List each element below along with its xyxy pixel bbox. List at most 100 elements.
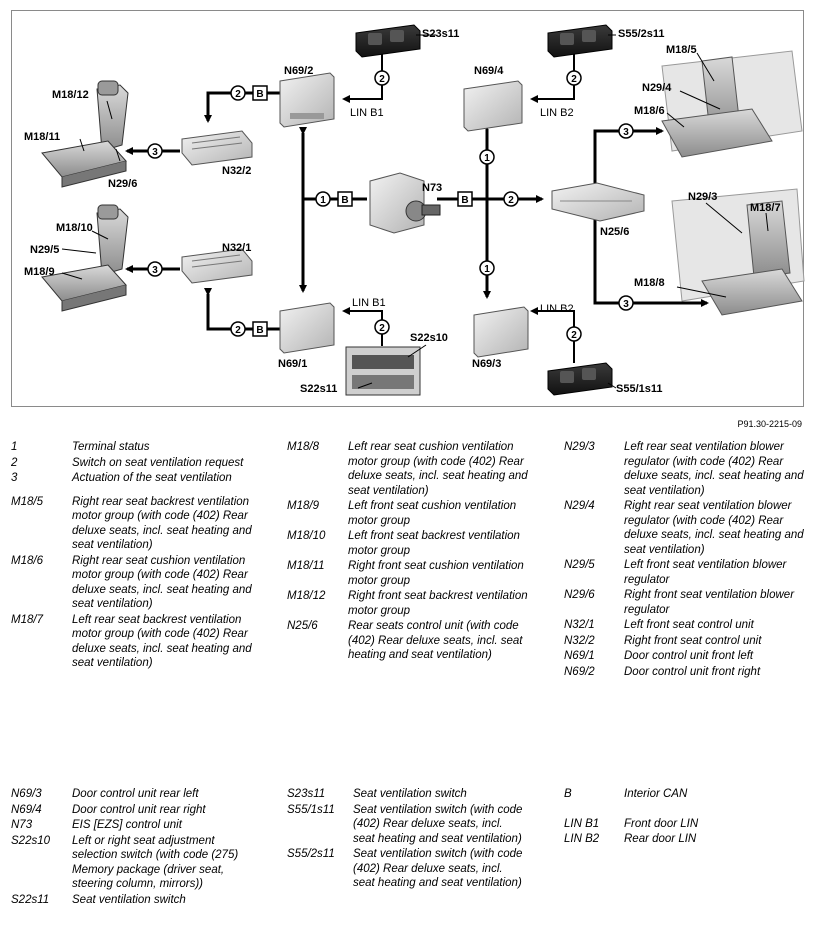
legend-text: Door control unit front right <box>624 665 761 678</box>
legend-entry: N69/4 Door control unit rear right <box>11 803 262 818</box>
legend-code: N29/6 <box>564 589 595 601</box>
legend-text: Right rear seat backrest ventilation mot… <box>72 495 252 552</box>
legend-text: Front door LIN <box>624 817 699 830</box>
rear-left-seat-illustration <box>671 188 805 316</box>
legend-code: B <box>564 788 572 800</box>
legend-code: N69/2 <box>564 665 595 678</box>
n69-1-unit <box>279 302 335 354</box>
legend-code: M18/11 <box>287 560 325 572</box>
legend-text: Left rear seat backrest ventilation moto… <box>72 613 252 670</box>
label-n69-2: N69/2 <box>284 65 313 77</box>
label-m18-9: M18/9 <box>24 266 55 278</box>
n69-4-unit <box>463 80 523 132</box>
legend-code: S22s10 <box>11 834 51 847</box>
marker-b: B <box>461 195 468 206</box>
label-s22s10: S22s10 <box>410 332 448 344</box>
legend-text: EIS [EZS] control unit <box>72 819 182 831</box>
legend-code: N69/3 <box>11 788 42 800</box>
s23s11-switch <box>355 24 421 58</box>
label-lin-b1-bottom: LIN B1 <box>352 297 386 309</box>
label-lin-b2-top: LIN B2 <box>540 107 574 119</box>
legend-entry: M18/5 Right rear seat backrest ventilatio… <box>11 495 262 553</box>
label-n29-4: N29/4 <box>642 82 672 94</box>
legend-code: N69/4 <box>11 803 42 816</box>
marker-2: 2 <box>571 330 577 341</box>
legend-code: N25/6 <box>287 620 318 632</box>
legend-text: Left front seat cushion ventilation moto… <box>348 500 517 527</box>
legend-code: M18/12 <box>287 590 326 602</box>
legend-code: S23s11 <box>287 788 326 800</box>
legend-entry: N73 EIS [EZS] control unit <box>11 818 262 833</box>
label-m18-6: M18/6 <box>634 105 665 117</box>
legend-code: M18/5 <box>11 495 43 508</box>
leader-lines <box>61 34 769 389</box>
marker-3: 3 <box>152 265 158 276</box>
marker-1: 1 <box>484 153 490 164</box>
marker-b: B <box>256 89 263 100</box>
label-m18-10: M18/10 <box>56 222 93 234</box>
legend-code: M18/7 <box>11 613 43 626</box>
legend-entry: S23s11 Seat ventilation switch <box>287 787 527 802</box>
rear-right-seat-illustration <box>661 50 803 158</box>
legend-code: S55/2s11 <box>287 848 335 860</box>
label-n29-6: N29/6 <box>108 178 137 190</box>
s55-2s11-switch <box>547 24 613 58</box>
legend-code: N73 <box>11 819 33 831</box>
label-n32-1: N32/1 <box>222 242 251 254</box>
legend-entry: B Interior CAN <box>564 787 804 802</box>
legend-text: Door control unit front left <box>624 650 754 662</box>
legend-text: Seat ventilation switch <box>353 788 467 800</box>
label-m18-7: M18/7 <box>750 202 781 214</box>
n25-6-unit <box>551 182 645 222</box>
legend-text: Right front seat ventilation blower regu… <box>624 589 795 616</box>
component-labels: N69/2 N69/4 N69/1 N69/3 N73 N32/2 N32/1 … <box>24 28 781 395</box>
legend-text: Interior CAN <box>624 788 688 800</box>
legend-text: Left front seat backrest ventilation mot… <box>348 530 520 557</box>
label-s55-1s11: S55/1s11 <box>616 383 663 395</box>
marker-3: 3 <box>623 127 629 138</box>
label-lin-b2-bottom: LIN B2 <box>540 303 574 315</box>
legend-text: Seat ventilation switch (with code (402)… <box>353 803 523 845</box>
legend-code: N29/5 <box>564 559 595 571</box>
n73-unit <box>369 172 441 234</box>
marker-1: 1 <box>320 195 326 206</box>
marker-2: 2 <box>235 89 241 100</box>
signal-marker-labels: 2 B 3 3 2 B 1 B B 2 1 1 2 2 2 2 3 3 <box>152 74 629 341</box>
legend-code: M18/10 <box>287 530 326 542</box>
legend-code: 3 <box>11 472 18 484</box>
legend-text: Right rear seat ventilation blower regul… <box>624 500 804 556</box>
legend-entry: M18/9 Left front seat cushion ventilation… <box>287 499 528 528</box>
label-s23s11: S23s11 <box>422 28 459 40</box>
legend-entry: M18/7 Left rear seat backrest ventilation… <box>11 613 262 671</box>
marker-2: 2 <box>379 323 385 334</box>
s55-1s11-switch <box>547 362 613 396</box>
legend-text: Rear door LIN <box>624 833 697 845</box>
marker-2: 2 <box>508 195 514 206</box>
signal-markers <box>147 70 634 342</box>
legend-text: Door control unit rear right <box>72 803 206 816</box>
legend-code: N29/3 <box>564 441 595 453</box>
label-m18-5: M18/5 <box>666 44 697 56</box>
legend-code: LIN B2 <box>564 833 600 845</box>
s22-switch-panel <box>345 346 421 396</box>
legend-text: Right front seat cushion ventilation mot… <box>348 560 524 587</box>
marker-2: 2 <box>571 74 577 85</box>
legend-code: M18/8 <box>287 441 319 453</box>
legend-text: Terminal status <box>72 441 150 453</box>
label-n32-2: N32/2 <box>222 165 251 177</box>
legend-text: Left front seat ventilation blower regul… <box>624 559 787 586</box>
legend-code: M18/9 <box>287 500 319 512</box>
